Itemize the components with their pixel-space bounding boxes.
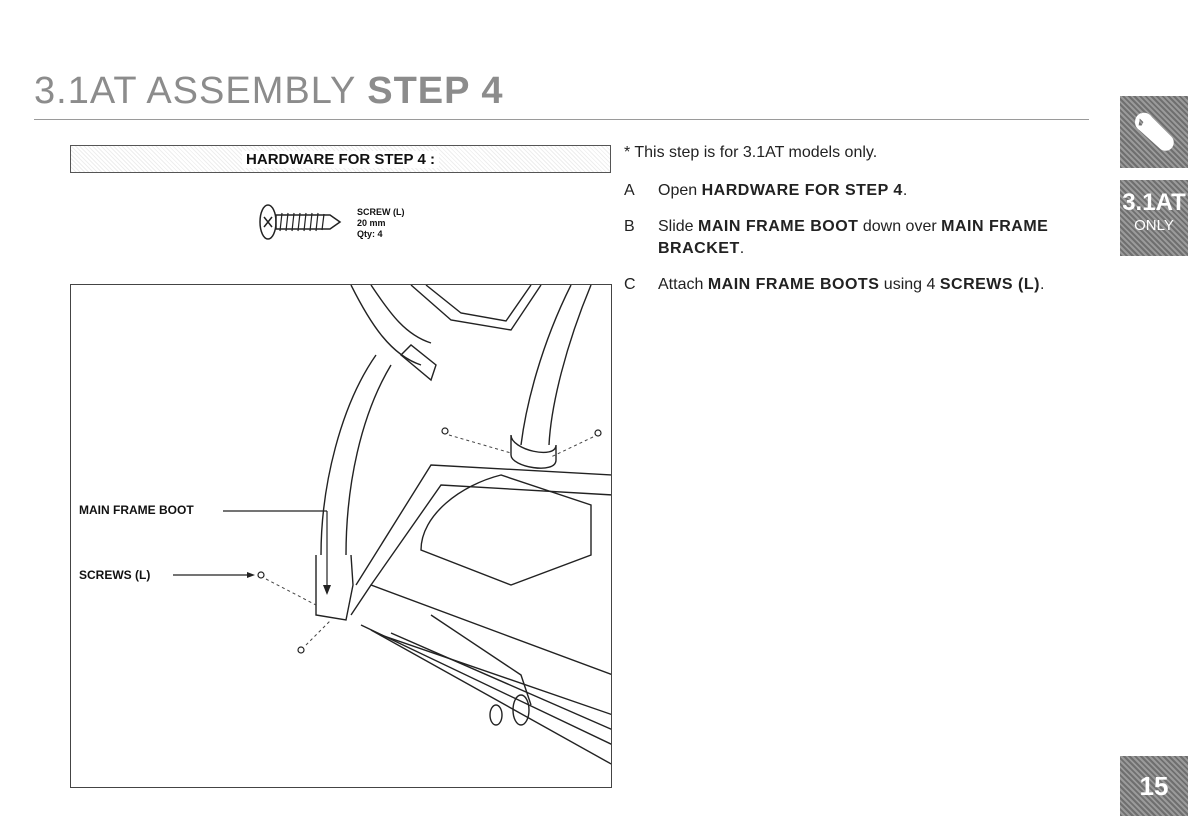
- model-note: * This step is for 3.1AT models only.: [624, 144, 1094, 162]
- model-tab: 3.1AT ONLY: [1120, 180, 1188, 256]
- step-text: Attach MAIN FRAME BOOTS using 4 SCREWS (…: [658, 274, 1044, 296]
- step-c: C Attach MAIN FRAME BOOTS using 4 SCREWS…: [624, 274, 1094, 296]
- step-text: Slide MAIN FRAME BOOT down over MAIN FRA…: [658, 216, 1094, 260]
- treadmill-drawing: [71, 285, 612, 788]
- step-a: A Open HARDWARE FOR STEP 4.: [624, 180, 1094, 202]
- model-tab-line1: 3.1AT: [1120, 190, 1188, 216]
- assembly-illustration: MAIN FRAME BOOT SCREWS (L): [70, 284, 612, 788]
- step-text-plain: Attach: [658, 276, 708, 293]
- instructions: * This step is for 3.1AT models only. A …: [624, 144, 1094, 310]
- title-light: 3.1AT ASSEMBLY: [34, 70, 367, 112]
- step-text-plain: .: [903, 182, 907, 199]
- screw-name: SCREW (L): [357, 207, 405, 218]
- header-rule: [34, 119, 1089, 120]
- step-text-bold: HARDWARE FOR STEP 4: [702, 182, 903, 199]
- step-text: Open HARDWARE FOR STEP 4.: [658, 180, 907, 202]
- model-tab-line2: ONLY: [1120, 216, 1188, 236]
- step-text-bold: MAIN FRAME BOOTS: [708, 276, 880, 293]
- step-letter: C: [624, 274, 658, 296]
- step-text-plain: .: [1040, 276, 1044, 293]
- step-letter: B: [624, 216, 658, 260]
- screw-size: 20 mm: [357, 218, 405, 229]
- screw-icon: [258, 203, 350, 241]
- screws-callout: SCREWS (L): [79, 568, 150, 582]
- hardware-header-label: HARDWARE FOR STEP 4 :: [242, 151, 439, 168]
- step-text-plain: using 4: [879, 276, 939, 293]
- step-text-bold: SCREWS (L): [940, 276, 1040, 293]
- step-text-plain: .: [740, 240, 744, 257]
- step-text-plain: down over: [858, 218, 941, 235]
- step-letter: A: [624, 180, 658, 202]
- wrench-icon: [1130, 108, 1178, 156]
- screw-qty: Qty: 4: [357, 229, 405, 240]
- step-b: B Slide MAIN FRAME BOOT down over MAIN F…: [624, 216, 1094, 260]
- title-bold: STEP 4: [367, 70, 503, 112]
- page-number: 15: [1120, 756, 1188, 816]
- step-text-plain: Open: [658, 182, 702, 199]
- page-title: 3.1AT ASSEMBLY STEP 4: [34, 70, 504, 113]
- step-text-bold: MAIN FRAME BOOT: [698, 218, 858, 235]
- hardware-header: HARDWARE FOR STEP 4 :: [70, 145, 611, 173]
- screw-spec: SCREW (L) 20 mm Qty: 4: [357, 207, 405, 240]
- tools-tab: [1120, 96, 1188, 168]
- step-text-plain: Slide: [658, 218, 698, 235]
- main-frame-boot-callout: MAIN FRAME BOOT: [79, 503, 194, 517]
